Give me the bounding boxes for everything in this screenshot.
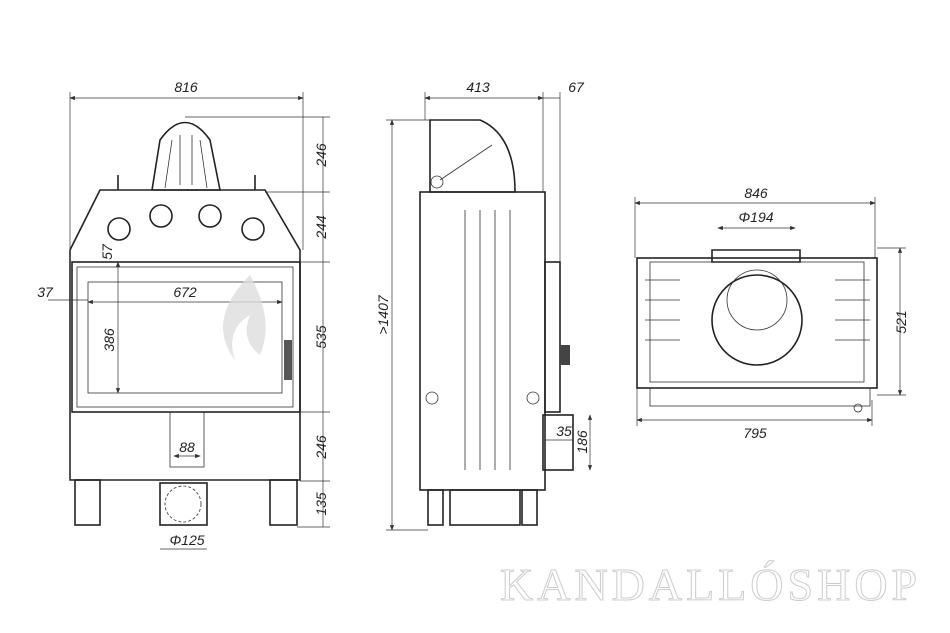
dim-side-depth: 413 (466, 79, 490, 95)
dim-leg-height: 135 (313, 492, 329, 516)
dim-box-height: 186 (574, 430, 590, 454)
dim-base-width: 795 (743, 425, 767, 441)
watermark-text: KANDALLÓSHOP (500, 559, 921, 610)
watermark: KANDALLÓSHOP (223, 275, 921, 611)
dim-front-width: 816 (174, 79, 198, 95)
dim-lower-height: 246 (313, 435, 329, 460)
dim-door-height: 535 (313, 325, 329, 349)
side-dimensions: 413 67 >1407 35 186 (375, 79, 593, 531)
dim-top-offset: 57 (99, 243, 115, 260)
dim-total-height: >1407 (375, 294, 391, 335)
top-dimensions: 846 Φ194 521 795 (634, 185, 909, 441)
dim-top-depth: 521 (893, 310, 909, 333)
dim-dome-height: 246 (313, 143, 329, 168)
dim-box-width: 35 (556, 423, 572, 439)
flame-logo-icon (223, 275, 266, 360)
front-dimensions: 816 246 244 535 246 135 37 57 672 386 88… (37, 79, 330, 550)
side-view (419, 119, 574, 526)
dim-hood-height: 244 (313, 215, 329, 240)
dim-air-inlet: 88 (179, 439, 195, 455)
dim-side-offset: 37 (37, 284, 54, 300)
dim-glass-height: 386 (101, 328, 117, 352)
dim-top-flue: Φ194 (738, 209, 773, 225)
top-view (636, 249, 878, 413)
dim-glass-width: 672 (173, 284, 197, 300)
dim-top-width: 846 (744, 185, 768, 201)
dim-flue-diameter: Φ125 (169, 532, 204, 548)
dim-handle-depth: 67 (568, 79, 585, 95)
